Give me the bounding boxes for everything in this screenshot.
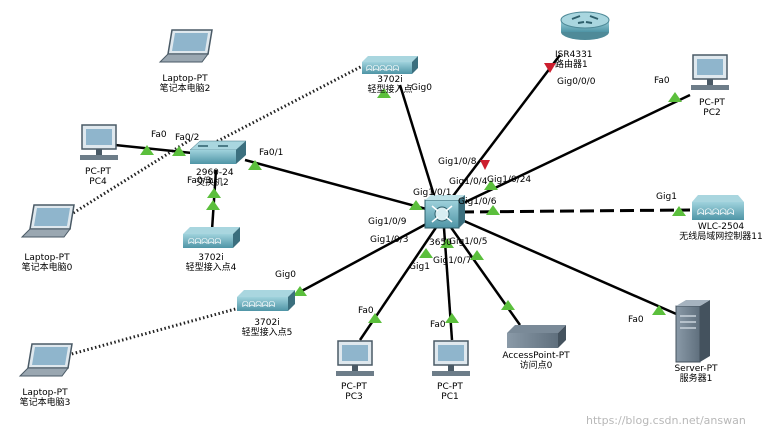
access-point-icon[interactable]: ᗣᗣᗣᗣᗣ bbox=[362, 56, 418, 74]
wireless-link-laptop3-ap5 bbox=[67, 303, 251, 357]
port-label: Gig1/0/3 bbox=[370, 235, 409, 245]
link-down-indicators bbox=[480, 63, 556, 170]
port-label: Gig1/0/9 bbox=[368, 217, 407, 227]
link-core-wlc bbox=[459, 208, 691, 214]
link-core-ap5 bbox=[284, 220, 431, 302]
watermark: https://blog.csdn.net/answan bbox=[586, 414, 746, 427]
svg-text:ᗣᗣᗣᗣᗣ: ᗣᗣᗣᗣᗣ bbox=[188, 237, 222, 246]
pc-icon[interactable] bbox=[691, 54, 729, 90]
port-label: Fa0/2 bbox=[175, 133, 200, 143]
pc-icon[interactable] bbox=[80, 124, 118, 160]
port-label: Gig1 bbox=[656, 192, 677, 202]
core-switch-label: 3650 bbox=[429, 238, 452, 248]
access-point-icon[interactable]: ᗣᗣᗣᗣᗣ bbox=[237, 290, 295, 311]
link-switch2-core bbox=[244, 158, 431, 212]
link-pc2-core bbox=[454, 93, 691, 209]
link-switch2-ap4 bbox=[210, 169, 218, 231]
port-label: Gig1/0/7 bbox=[433, 256, 472, 266]
link-core-server bbox=[454, 215, 691, 322]
port-label: Gig1/0/8 bbox=[438, 157, 477, 167]
port-label: Fa0/3 bbox=[187, 176, 212, 186]
port-label: Fa0/1 bbox=[259, 148, 284, 158]
multilayer-switch-icon[interactable] bbox=[424, 195, 465, 229]
port-label: Fa0 bbox=[654, 76, 670, 86]
switch-icon[interactable] bbox=[189, 140, 247, 164]
port-label: Gig1/0/4 bbox=[449, 177, 488, 187]
link-aptop-core bbox=[398, 84, 439, 206]
port-label: Gig1 bbox=[409, 262, 430, 272]
port-label: Gig1/0/5 bbox=[449, 237, 488, 247]
laptop-icon[interactable] bbox=[18, 343, 73, 377]
server-icon[interactable] bbox=[675, 300, 710, 363]
link-up-indicators bbox=[140, 88, 686, 323]
svg-text:ᗣᗣᗣᗣᗣ: ᗣᗣᗣᗣᗣ bbox=[697, 208, 735, 218]
port-label: Fa0 bbox=[430, 320, 446, 330]
port-label: Gig0 bbox=[411, 83, 432, 93]
access-point-icon[interactable]: ᗣᗣᗣᗣᗣ bbox=[183, 227, 240, 248]
laptop-icon[interactable] bbox=[20, 204, 75, 238]
port-label: Gig0 bbox=[275, 270, 296, 280]
port-label: Fa0 bbox=[358, 306, 374, 316]
access-point-icon[interactable] bbox=[507, 325, 566, 348]
port-label: Fa0 bbox=[628, 315, 644, 325]
port-label: Gig0/0/0 bbox=[557, 77, 596, 87]
wireless-link-switch-ap-top bbox=[209, 60, 371, 147]
pc-icon[interactable] bbox=[336, 340, 374, 376]
svg-text:ᗣᗣᗣᗣᗣ: ᗣᗣᗣᗣᗣ bbox=[242, 300, 276, 309]
laptop-icon[interactable] bbox=[158, 29, 213, 63]
port-label: Gig1/0/24 bbox=[487, 175, 532, 185]
pc-icon[interactable] bbox=[432, 340, 470, 376]
router-icon[interactable] bbox=[560, 11, 610, 40]
port-label: Fa0 bbox=[151, 130, 167, 140]
wireless-controller-icon[interactable]: ᗣᗣᗣᗣᗣ bbox=[692, 195, 744, 220]
link-router-core bbox=[449, 54, 561, 201]
port-label: Gig1/0/6 bbox=[458, 197, 497, 207]
svg-text:ᗣᗣᗣᗣᗣ: ᗣᗣᗣᗣᗣ bbox=[366, 64, 400, 73]
port-label: Gig1/0/1 bbox=[413, 188, 452, 198]
